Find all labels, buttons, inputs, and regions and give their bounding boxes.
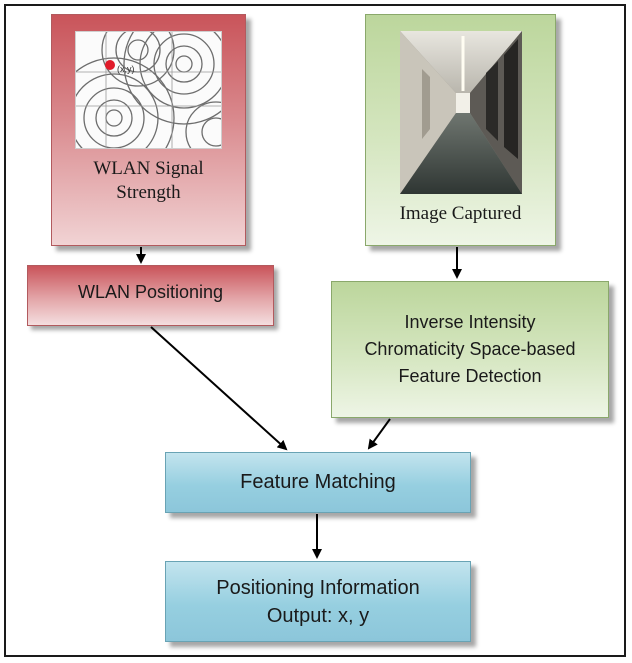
signal-circles-graphic: (x,y) — [76, 32, 221, 148]
signal-caption-line-2: Strength — [116, 182, 181, 203]
positioning-output-box: Positioning Information Output: x, y — [165, 561, 471, 642]
image-captured-caption: Image Captured — [399, 203, 522, 224]
output-line-1: Positioning Information — [216, 576, 420, 599]
feature-matching-label: Feature Matching — [240, 471, 396, 493]
corridor-photo — [399, 31, 522, 194]
image-captured-box: Image Captured — [365, 14, 556, 246]
corridor-graphic — [399, 31, 522, 194]
feature-matching-box: Feature Matching — [165, 452, 471, 513]
signal-strength-map-image: (x,y) — [75, 31, 222, 149]
feature-detection-box: Inverse Intensity Chromaticity Space-bas… — [331, 281, 609, 418]
signal-strength-caption: WLAN Signal Strength — [93, 157, 203, 205]
feature-detection-label: Inverse Intensity Chromaticity Space-bas… — [364, 312, 576, 386]
wlan-positioning-box: WLAN Positioning — [27, 265, 274, 326]
output-line-2: Output: x, y — [266, 604, 370, 627]
position-coordinate-label: (x,y) — [117, 64, 135, 74]
wlan-positioning-label: WLAN Positioning — [77, 282, 224, 302]
diagram-frame — [4, 4, 626, 657]
signal-caption-line-1: WLAN Signal — [93, 158, 204, 179]
position-marker — [105, 60, 115, 70]
wlan-signal-strength-box: (x,y) WLAN Signal Strength — [51, 14, 246, 246]
